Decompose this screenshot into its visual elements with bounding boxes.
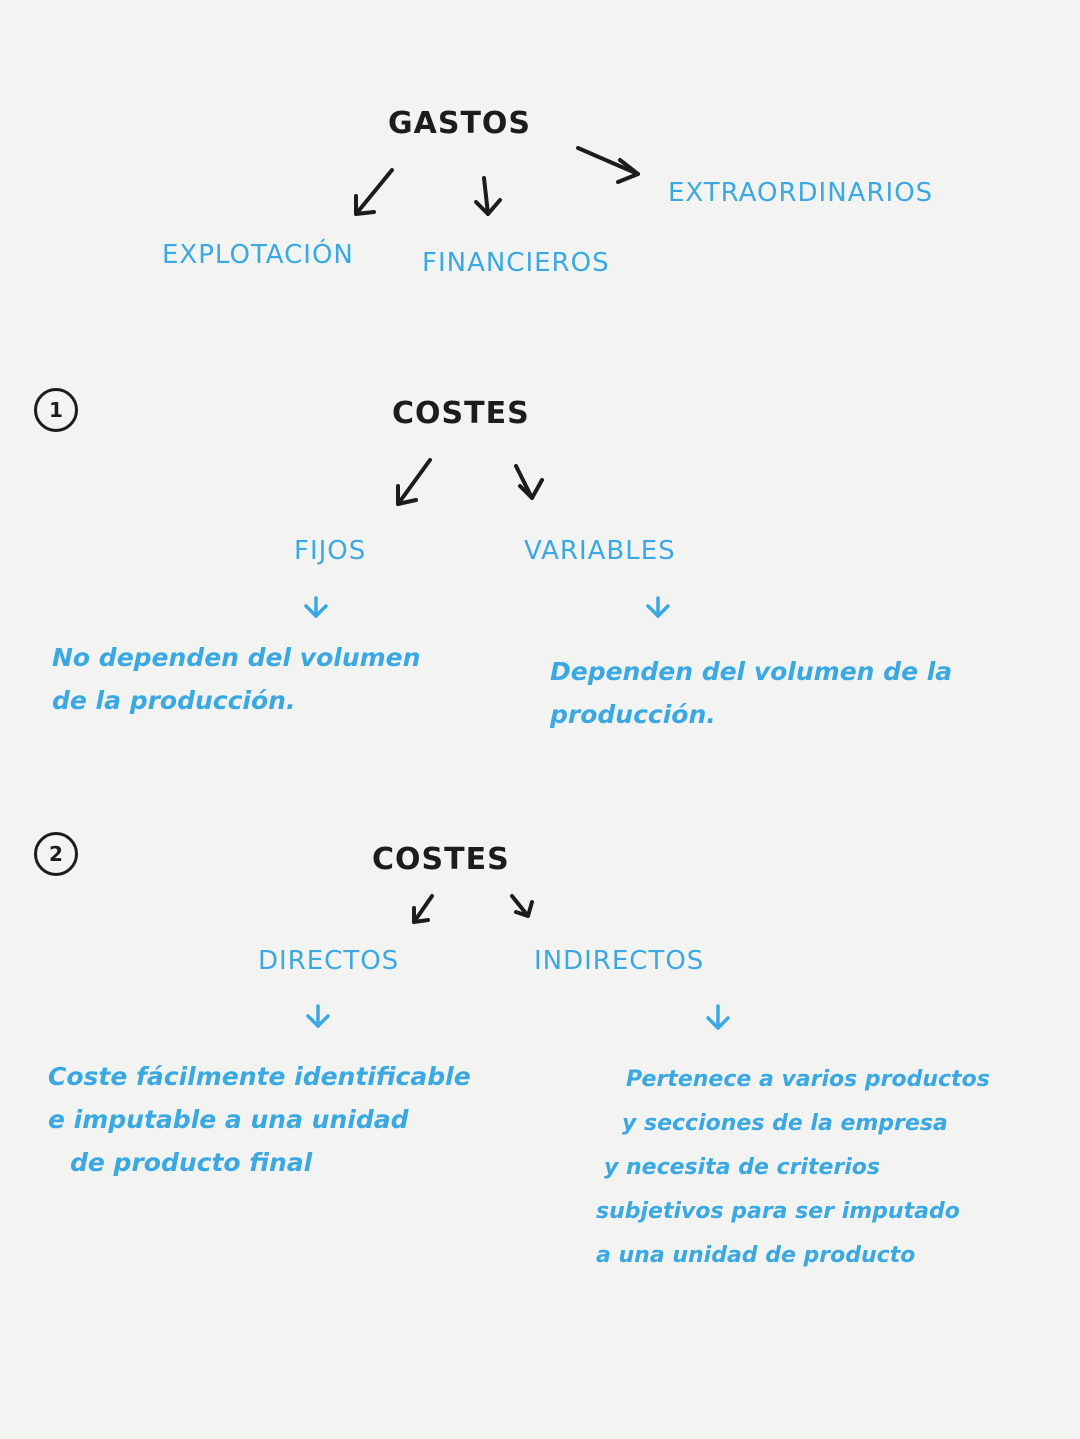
arrow-icon [706, 1004, 730, 1030]
fijos-description: No dependen del volumen de la producción… [52, 636, 420, 722]
arrow-icon [474, 176, 502, 216]
arrow-icon [396, 458, 432, 506]
description-line: subjetivos para ser imputado [596, 1199, 960, 1224]
description-line: y necesita de criterios [604, 1155, 880, 1180]
gastos-title: GASTOS [388, 106, 532, 141]
arrow-icon [576, 146, 640, 184]
costes-title: COSTES [372, 842, 510, 877]
arrow-icon [354, 168, 394, 216]
section-number-badge: 2 [34, 832, 78, 876]
directos-label: DIRECTOS [258, 946, 400, 976]
section-number-badge: 1 [34, 388, 78, 432]
description-line: a una unidad de producto [596, 1243, 916, 1268]
description-line: e imputable a una unidad [48, 1105, 409, 1134]
arrow-icon [510, 894, 534, 918]
arrow-icon [646, 596, 670, 618]
arrow-icon [306, 1004, 330, 1028]
description-line: de producto final [70, 1148, 313, 1177]
description-line: producción. [550, 700, 716, 729]
arrow-icon [412, 894, 434, 924]
description-line: No dependen del volumen [52, 643, 421, 672]
gastos-financieros-label: FINANCIEROS [422, 248, 610, 278]
directos-description: Coste fácilmente identificable e imputab… [48, 1055, 471, 1184]
fijos-label: FIJOS [294, 536, 367, 566]
indirectos-label: INDIRECTOS [534, 946, 705, 976]
description-line: Pertenece a varios productos [626, 1067, 990, 1092]
indirectos-description: Pertenece a varios productos y secciones… [596, 1058, 990, 1278]
description-line: de la producción. [52, 686, 296, 715]
costes-title: COSTES [392, 396, 530, 431]
arrow-icon [304, 596, 328, 618]
variables-description: Dependen del volumen de la producción. [550, 650, 952, 736]
arrow-icon [514, 464, 544, 500]
description-line: Coste fácilmente identificable [48, 1062, 471, 1091]
description-line: y secciones de la empresa [622, 1111, 948, 1136]
gastos-extraordinarios-label: EXTRAORDINARIOS [668, 178, 934, 208]
gastos-explotacion-label: EXPLOTACIÓN [162, 240, 354, 270]
variables-label: VARIABLES [524, 536, 676, 566]
description-line: Dependen del volumen de la [550, 657, 953, 686]
